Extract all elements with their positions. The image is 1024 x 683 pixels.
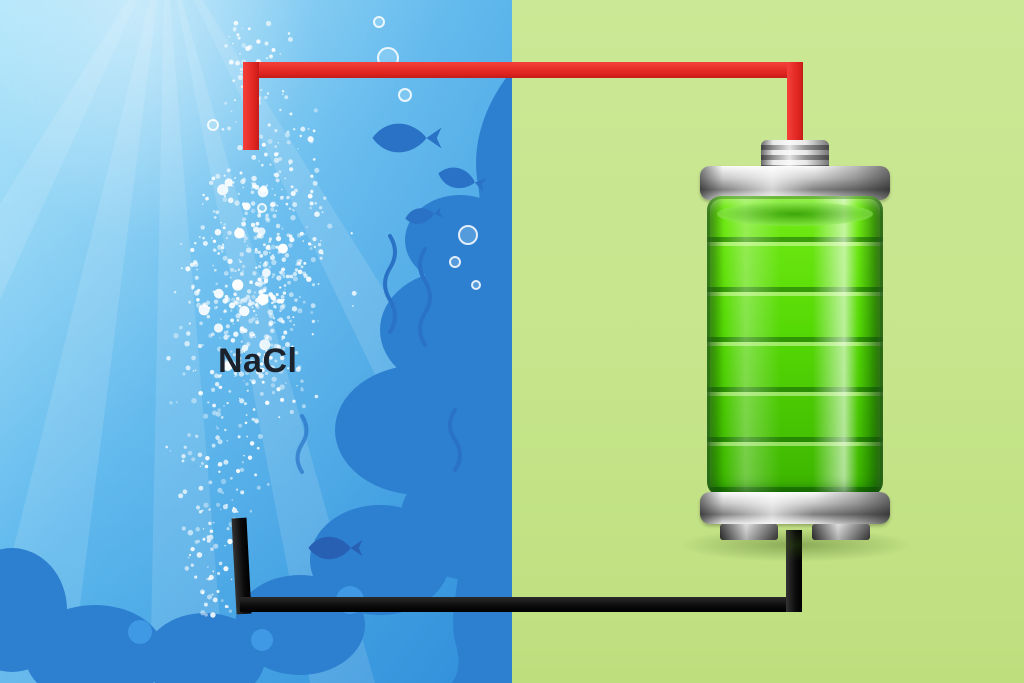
negative-wire-to-battery (786, 530, 802, 612)
positive-wire-to-battery (787, 62, 803, 158)
fish-silhouette (308, 536, 363, 560)
underwater-scene (0, 0, 512, 683)
nacl-label: NaCl (218, 342, 298, 380)
battery-shadow (678, 528, 914, 562)
fish-silhouettes (308, 123, 487, 560)
battery-liquid-surface (717, 202, 873, 226)
battery-top-cap (700, 166, 890, 200)
positive-electrode (243, 62, 259, 150)
battery (700, 140, 890, 542)
fish-silhouette (372, 123, 442, 153)
saltwater-tank (0, 0, 512, 683)
fish-silhouette (405, 206, 443, 225)
positive-wire-horizontal (243, 62, 803, 78)
battery-foot (812, 524, 870, 540)
battery-foot (720, 524, 778, 540)
fish-silhouette (438, 167, 487, 192)
battery-body (707, 196, 883, 496)
seaweed (295, 234, 462, 474)
battery-bottom-cap (700, 492, 890, 524)
battery-positive-terminal (761, 140, 829, 170)
negative-wire-horizontal (240, 597, 802, 612)
